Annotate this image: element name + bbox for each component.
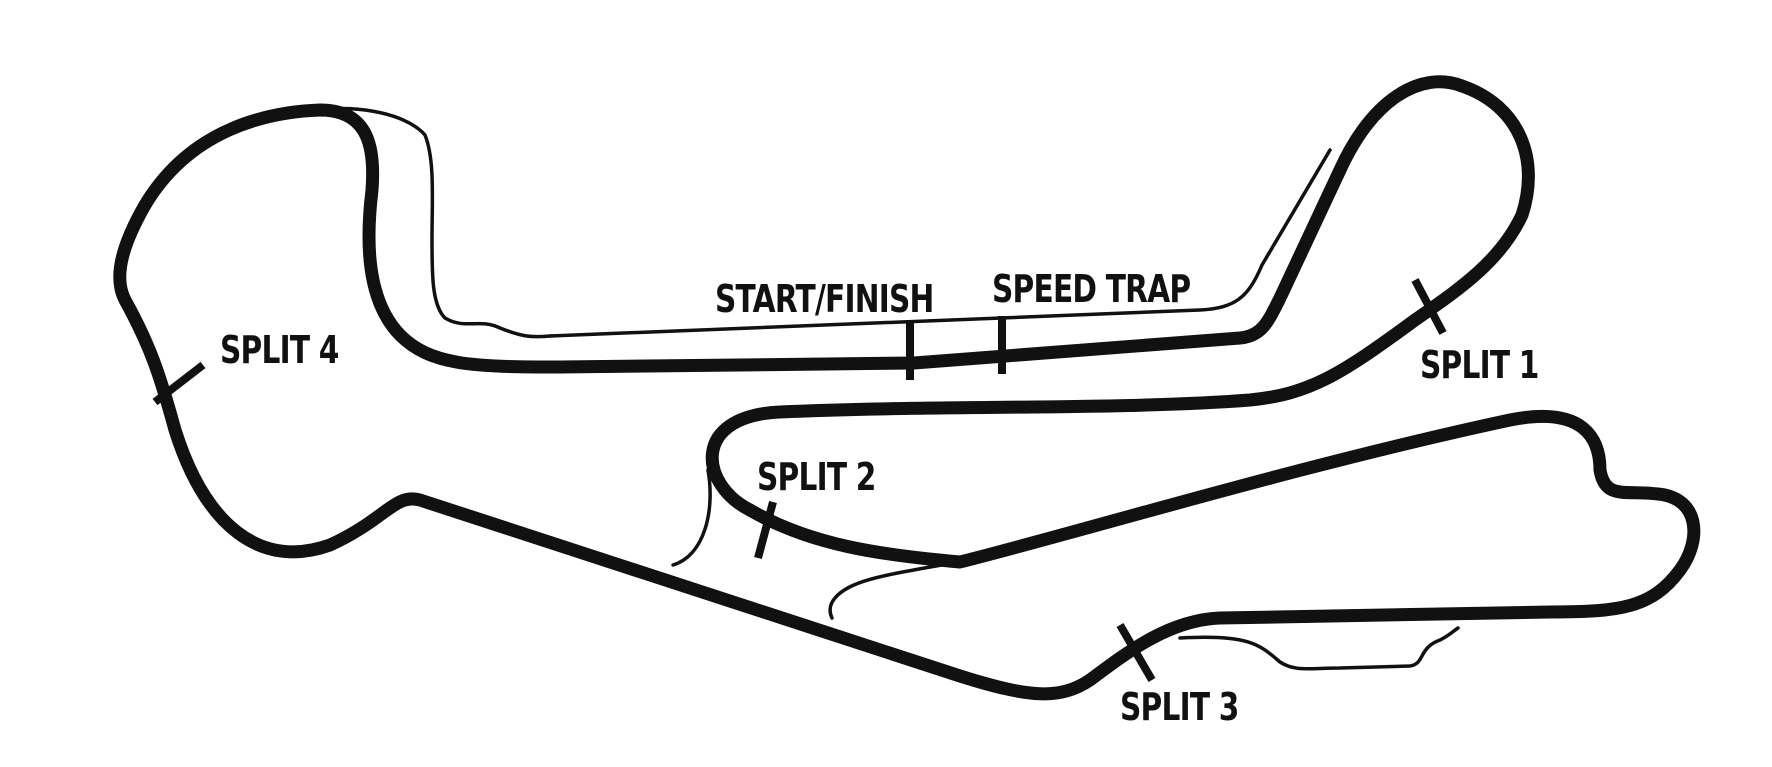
speed-trap-label: SPEED TRAP: [992, 267, 1190, 312]
split-1-marker: [1411, 278, 1447, 335]
alternate-route-main-straight: [548, 148, 1332, 338]
split-3-marker: [1116, 622, 1156, 683]
split-4-label: SPLIT 4: [220, 328, 339, 373]
main-track-outline: [113, 75, 1701, 701]
alternate-route-chicane: [828, 561, 955, 620]
split-2-marker: [754, 500, 777, 560]
split-2-label: SPLIT 2: [757, 455, 876, 500]
alternate-route-split2-link: [671, 468, 712, 567]
alternate-route-north-hairpin: [303, 106, 552, 339]
split-4-marker: [152, 361, 206, 406]
split-3-label: SPLIT 3: [1120, 685, 1239, 730]
start-finish-label: START/FINISH: [715, 277, 934, 322]
split-1-label: SPLIT 1: [1420, 343, 1539, 388]
alternate-route-split3-bypass: [1178, 626, 1460, 671]
